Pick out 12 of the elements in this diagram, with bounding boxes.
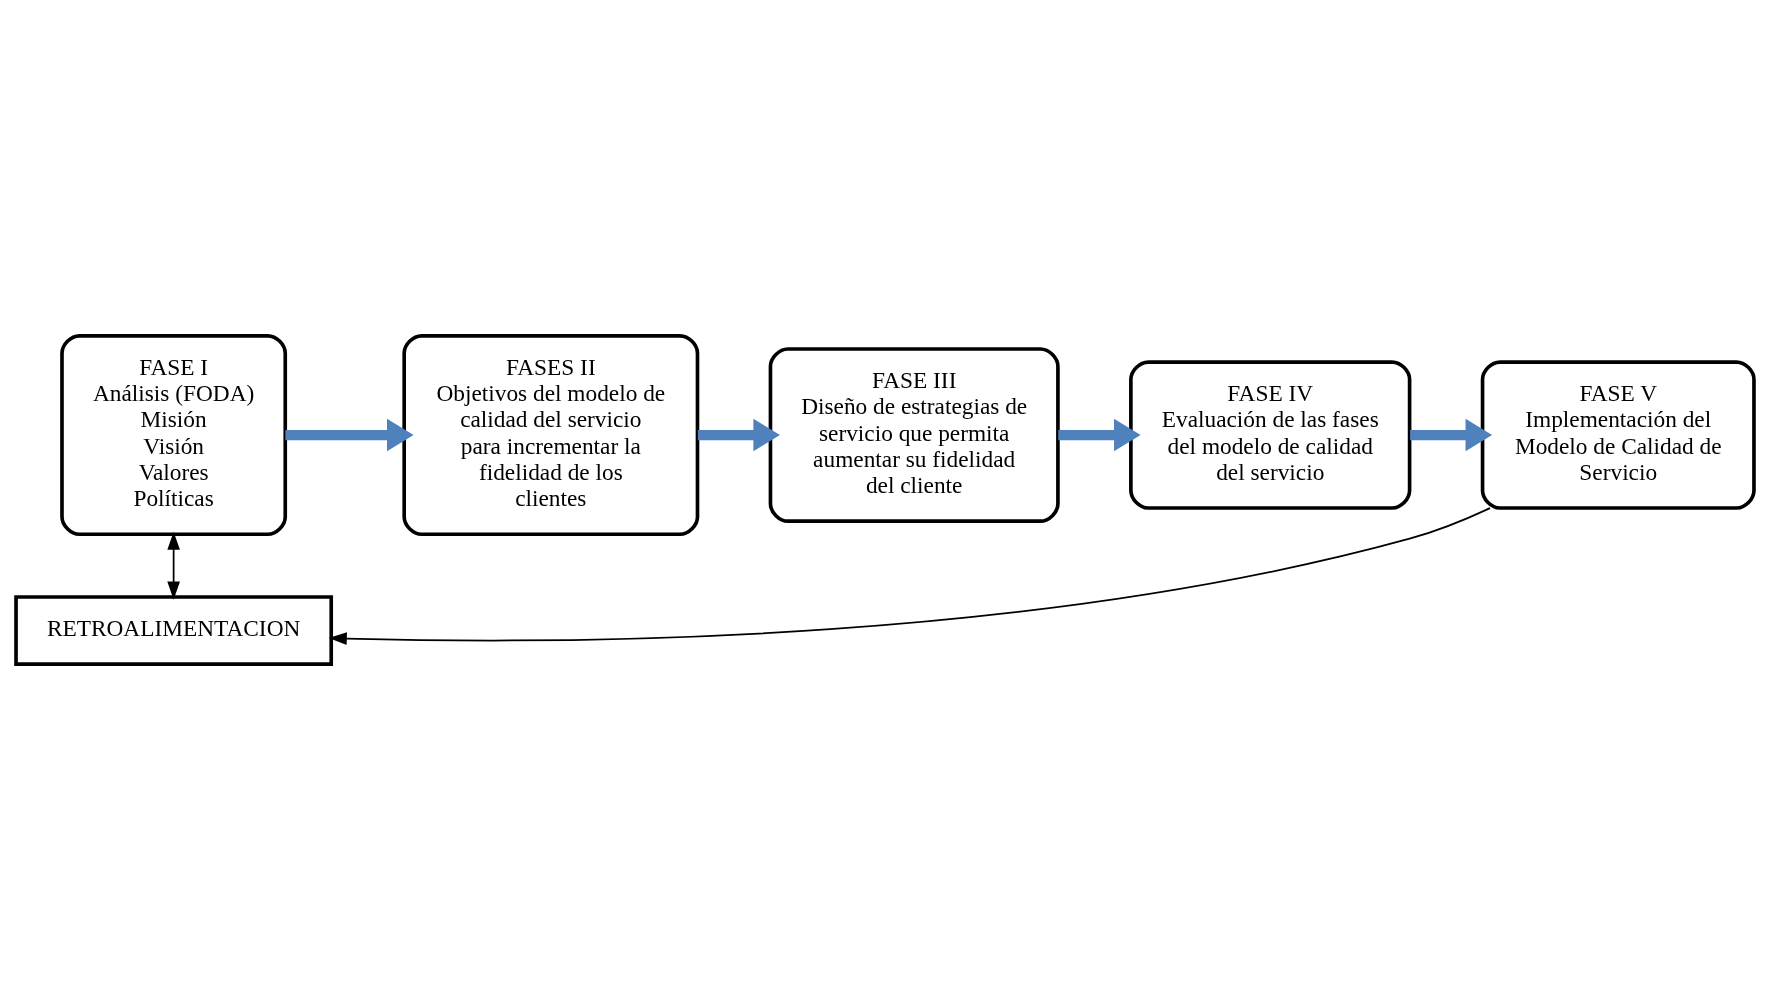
arrow	[328, 507, 1491, 645]
arrow	[285, 418, 414, 452]
arrow	[1410, 418, 1493, 452]
node-box: FASE I Análisis (FODA) Misión Visión Valores Políticas	[60, 334, 288, 537]
arrow	[167, 531, 180, 600]
node-box: FASE V Implementación del Modelo de Calidad de Servicio	[1480, 360, 1756, 510]
node-box: FASE IV Evaluación de las fases del modelo de calidad del servicio	[1129, 360, 1412, 510]
node-box: RETROALIMENTACION	[14, 595, 334, 666]
arrow	[1058, 418, 1141, 452]
node-box: FASES II Objetivos del modelo de calidad del servicio para incrementar la fidelidad de los clientes	[402, 334, 700, 537]
arrow	[697, 418, 780, 452]
node-box: FASE III Diseño de estrategias de servicio que permita aumentar su fidelidad del cliente	[768, 347, 1060, 523]
